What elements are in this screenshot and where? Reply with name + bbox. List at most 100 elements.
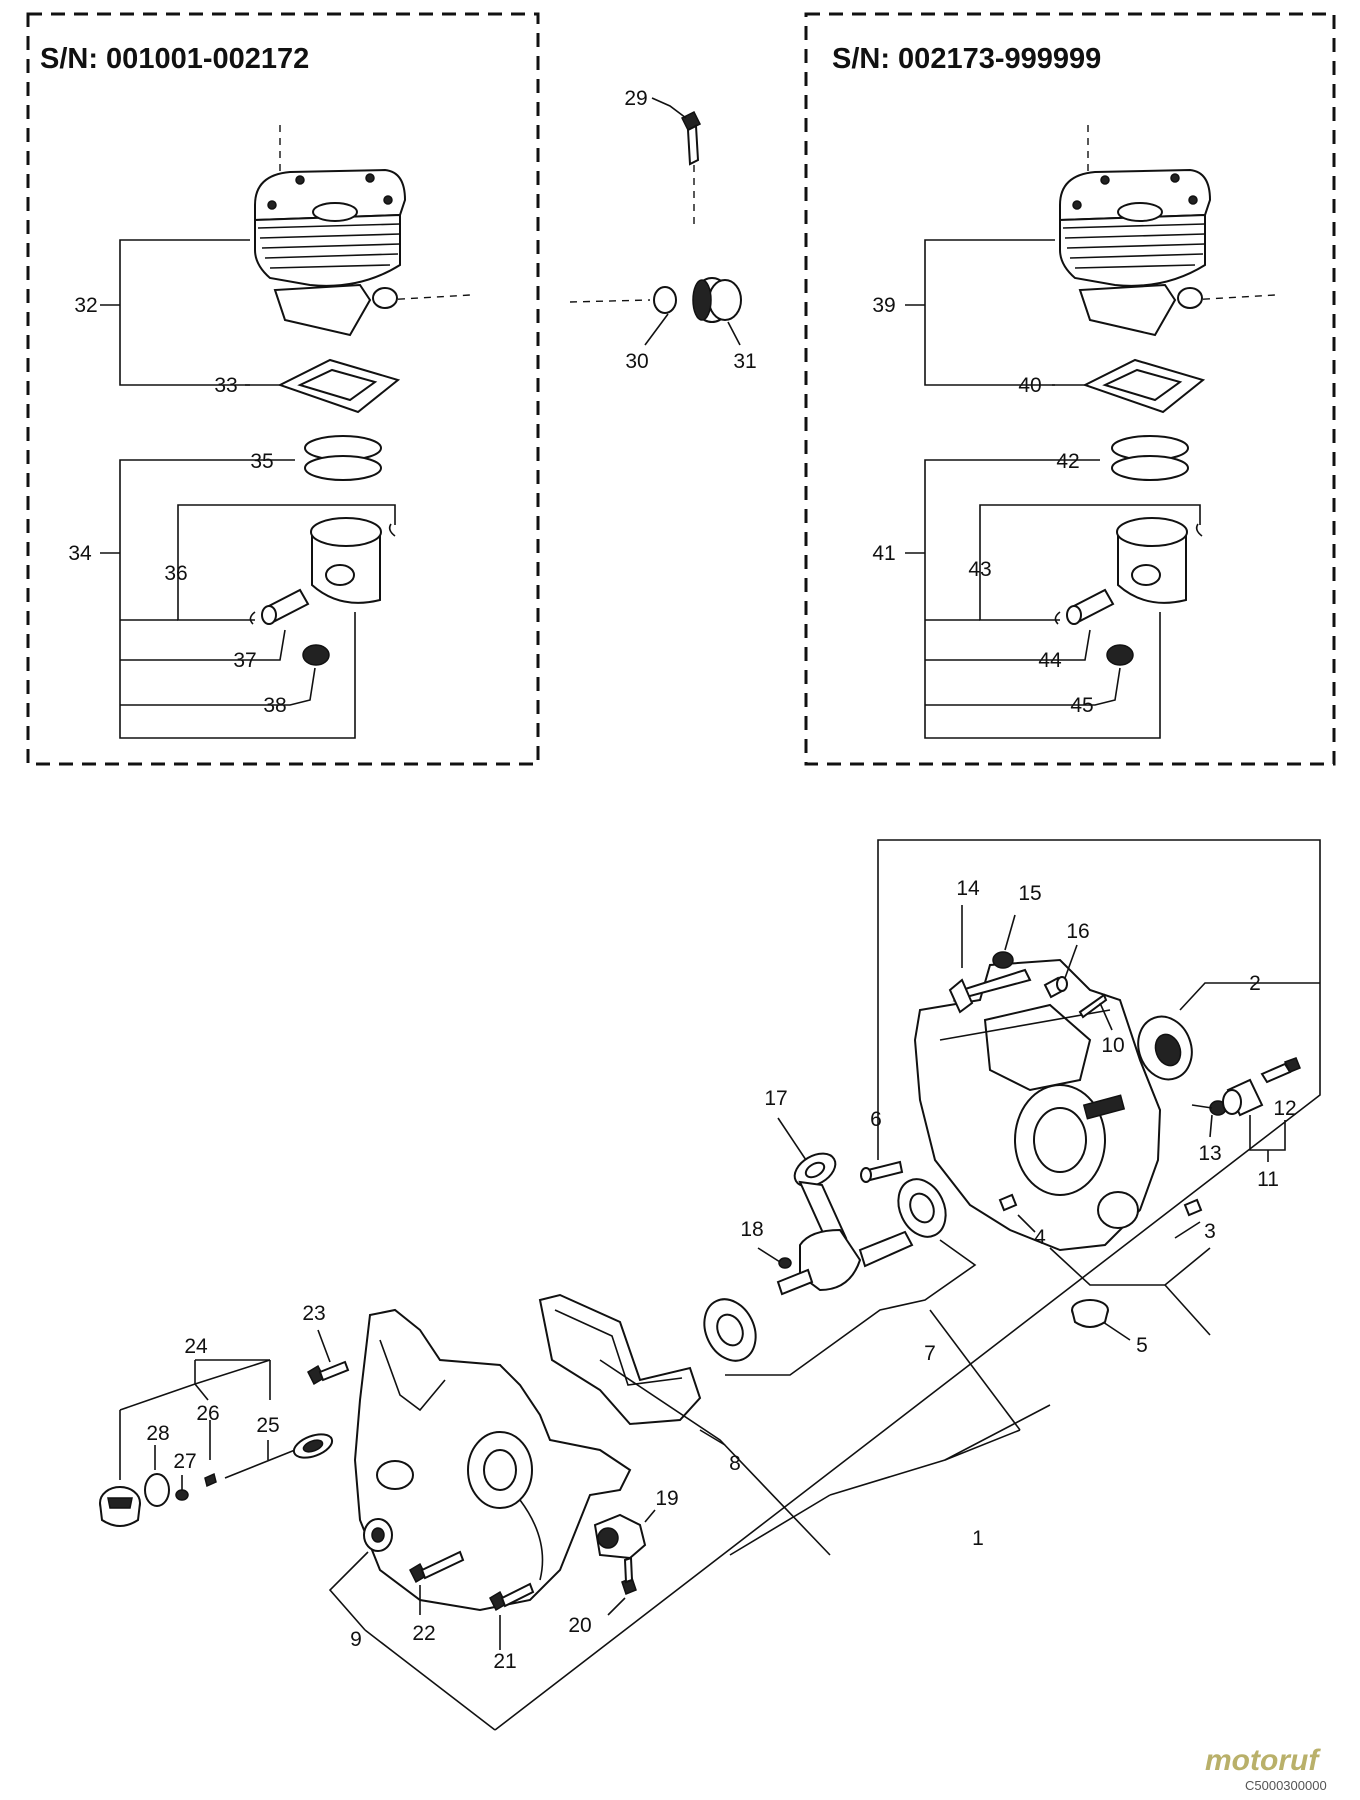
callout-42: 42 — [1056, 450, 1079, 473]
stud-part — [1078, 993, 1108, 1019]
callout-2: 2 — [1249, 972, 1261, 995]
needle-bearing-part — [302, 644, 330, 666]
circlip-icon — [1195, 523, 1203, 537]
oil-seal-part — [1137, 1015, 1193, 1081]
callout-39: 39 — [872, 294, 895, 317]
plunger-part — [204, 1472, 217, 1488]
cylinder-part — [254, 125, 471, 337]
o-ring-part — [653, 286, 677, 314]
crankshaft-part — [776, 1152, 914, 1296]
ball-bearing-part — [897, 1178, 947, 1238]
callout-25: 25 — [256, 1414, 279, 1437]
circlip-icon — [388, 523, 396, 537]
callout-36: 36 — [164, 562, 187, 585]
bolt-part — [1260, 1057, 1301, 1084]
gasket-part — [277, 358, 401, 414]
callout-35: 35 — [250, 450, 273, 473]
crankcase-right-part — [913, 958, 1162, 1252]
callout-14: 14 — [956, 877, 980, 900]
crankcase-gasket-part — [538, 1293, 702, 1426]
callout-38: 38 — [263, 694, 286, 717]
callout-45: 45 — [1070, 694, 1093, 717]
crankcase-assembly: 14 15 16 10 2 12 13 11 — [99, 839, 1321, 1731]
screw-part — [621, 1556, 637, 1595]
piston-pin-part — [1066, 588, 1115, 625]
callout-17: 17 — [764, 1087, 787, 1110]
o-ring-part — [144, 1473, 170, 1507]
callout-10: 10 — [1101, 1034, 1124, 1057]
oil-hose-part — [224, 1433, 334, 1479]
piston-part — [310, 517, 382, 604]
bolt-part — [948, 968, 1032, 1014]
nut-part — [992, 951, 1014, 969]
callout-18: 18 — [740, 1218, 763, 1241]
callout-27: 27 — [173, 1450, 196, 1473]
callout-21: 21 — [493, 1650, 516, 1673]
watermark: motoruf C5000300000 — [1205, 1744, 1327, 1793]
dowel-part — [998, 1193, 1018, 1212]
piston-rings-part — [304, 435, 382, 481]
crankcase-left-part — [353, 1308, 632, 1612]
callout-23: 23 — [302, 1302, 325, 1325]
callout-33: 33 — [214, 374, 237, 397]
callout-19: 19 — [655, 1487, 678, 1510]
sleeve-part — [1043, 976, 1068, 999]
piston-pin-part — [261, 588, 310, 625]
callout-30: 30 — [625, 350, 648, 373]
screw-part — [409, 1550, 465, 1584]
filler-cap-part — [99, 1486, 141, 1527]
callout-31: 31 — [733, 350, 756, 373]
callout-28: 28 — [146, 1422, 169, 1445]
oil-seal-part — [363, 1518, 393, 1552]
key-part — [778, 1257, 792, 1269]
callout-41: 41 — [872, 542, 895, 565]
spring-part — [175, 1489, 189, 1501]
callout-3: 3 — [1204, 1220, 1216, 1243]
needle-bearing-part — [1106, 644, 1134, 666]
piston-rings-part — [1111, 435, 1189, 481]
callout-22: 22 — [412, 1622, 435, 1645]
spark-plug-part — [680, 110, 702, 166]
callout-34: 34 — [68, 542, 92, 565]
panel-left-serial: S/N: 001001-002172 — [40, 43, 309, 75]
panel-left: S/N: 001001-002172 — [26, 12, 540, 766]
screw-part — [489, 1582, 535, 1612]
gasket-part — [1082, 358, 1206, 414]
callout-11: 11 — [1257, 1168, 1279, 1191]
panel-right-serial: S/N: 002173-999999 — [832, 43, 1101, 75]
callout-5: 5 — [1136, 1334, 1148, 1357]
decompression-valve-part — [692, 277, 742, 323]
circlip-icon — [1054, 611, 1061, 625]
dowel-pin-part — [860, 1160, 904, 1183]
panel-left-border — [26, 12, 540, 766]
callout-32: 32 — [74, 294, 97, 317]
callout-4: 4 — [1034, 1226, 1046, 1249]
ball-bearing-part — [703, 1298, 757, 1362]
watermark-code: C5000300000 — [1245, 1778, 1327, 1793]
callout-7: 7 — [924, 1342, 936, 1365]
callout-6: 6 — [870, 1108, 882, 1131]
callout-13: 13 — [1198, 1142, 1221, 1165]
callout-43: 43 — [968, 558, 991, 581]
callout-9: 9 — [350, 1628, 362, 1651]
callout-8: 8 — [729, 1452, 741, 1475]
callout-44: 44 — [1038, 649, 1062, 672]
callout-26: 26 — [196, 1402, 219, 1425]
dowel-part — [1183, 1198, 1203, 1217]
watermark-brand: motoruf — [1205, 1744, 1321, 1777]
callout-24: 24 — [184, 1335, 208, 1358]
callout-12: 12 — [1273, 1097, 1296, 1120]
bracket-part — [593, 1513, 647, 1560]
spacer-part — [1222, 1078, 1264, 1117]
callout-15: 15 — [1018, 882, 1041, 905]
callout-40: 40 — [1018, 374, 1041, 397]
middle-top-parts: 29 30 31 — [569, 87, 757, 373]
circlip-icon — [249, 611, 256, 625]
callout-16: 16 — [1066, 920, 1089, 943]
callout-20: 20 — [568, 1614, 591, 1637]
plug-part — [1071, 1299, 1109, 1328]
panel-right: S/N: 002173-999999 — [804, 12, 1336, 766]
screw-part — [307, 1360, 350, 1386]
